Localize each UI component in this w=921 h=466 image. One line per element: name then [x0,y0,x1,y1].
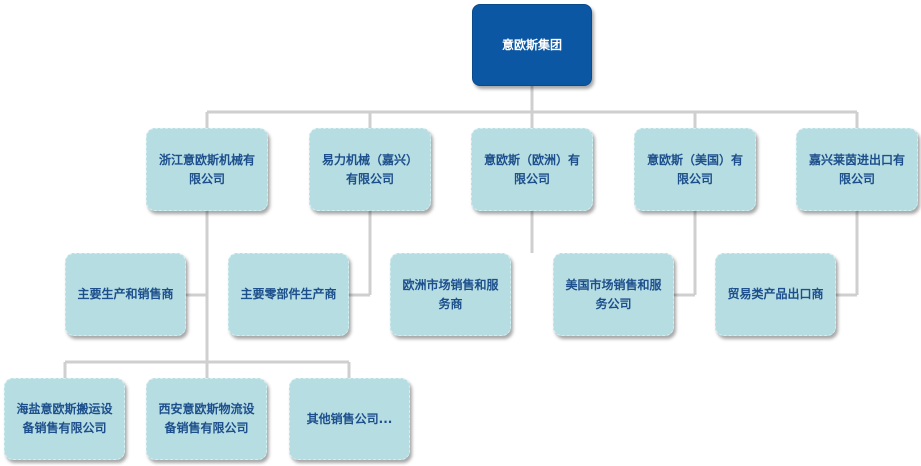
role-label-line2: 务公司 [595,296,632,311]
company-label-line2: 限公司 [513,171,550,186]
company-node-usa: 意欧斯（美国）有限公司 [634,128,756,211]
role-label-line1: 美国市场销售和服 [565,277,662,292]
subsidiary-label-line1: 其他销售公司... [306,411,393,426]
root-node: 意欧斯集团 [472,4,592,86]
role-label-line1: 欧洲市场销售和服 [402,277,499,292]
company-label-line2: 限公司 [838,171,875,186]
role-label-line1: 主要生产和销售商 [77,287,174,301]
company-label-line2: 限公司 [676,171,713,186]
subsidiary-node-haiyan: 海盐意欧斯搬运设备销售有限公司 [4,378,125,460]
role-node-europe-sales: 欧洲市场销售和服务商 [390,253,511,336]
role-node-usa-sales: 美国市场销售和服务公司 [553,253,674,336]
company-label-line1: 意欧斯（美国）有 [646,152,743,167]
company-node-rhine: 嘉兴莱茵进出口有限公司 [796,128,918,211]
company-label-line1: 浙江意欧斯机械有 [158,152,255,167]
subsidiary-label-line1: 西安意欧斯物流设 [158,402,255,416]
company-node-zhejiang: 浙江意欧斯机械有限公司 [146,128,268,211]
role-label-line2: 务商 [438,296,463,311]
company-label-line2: 有限公司 [345,171,394,186]
company-label-line1: 易力机械（嘉兴） [321,152,418,167]
company-label-line2: 限公司 [188,171,225,186]
role-node-exporter: 贸易类产品出口商 [715,253,836,336]
company-node-yili: 易力机械（嘉兴） 有限公司 [309,128,431,211]
company-node-europe: 意欧斯（欧洲）有限公司 [471,128,593,211]
root-label: 意欧斯集团 [501,37,562,52]
subsidiary-label-line1: 海盐意欧斯搬运设 [16,402,113,416]
subsidiary-node-xian: 西安意欧斯物流设备销售有限公司 [146,378,267,460]
role-node-main-manufacturer: 主要生产和销售商 [65,253,186,336]
role-label-line1: 主要零部件生产商 [240,287,337,301]
subsidiary-label-line2: 备销售有限公司 [22,421,107,435]
subsidiary-label-line2: 备销售有限公司 [164,421,249,435]
role-label-line1: 贸易类产品出口商 [727,287,824,301]
company-label-line1: 嘉兴莱茵进出口有 [808,152,905,167]
role-node-parts-manufacturer: 主要零部件生产商 [228,253,349,336]
company-label-line1: 意欧斯（欧洲）有 [483,152,580,167]
subsidiary-node-others: 其他销售公司... [289,378,410,460]
